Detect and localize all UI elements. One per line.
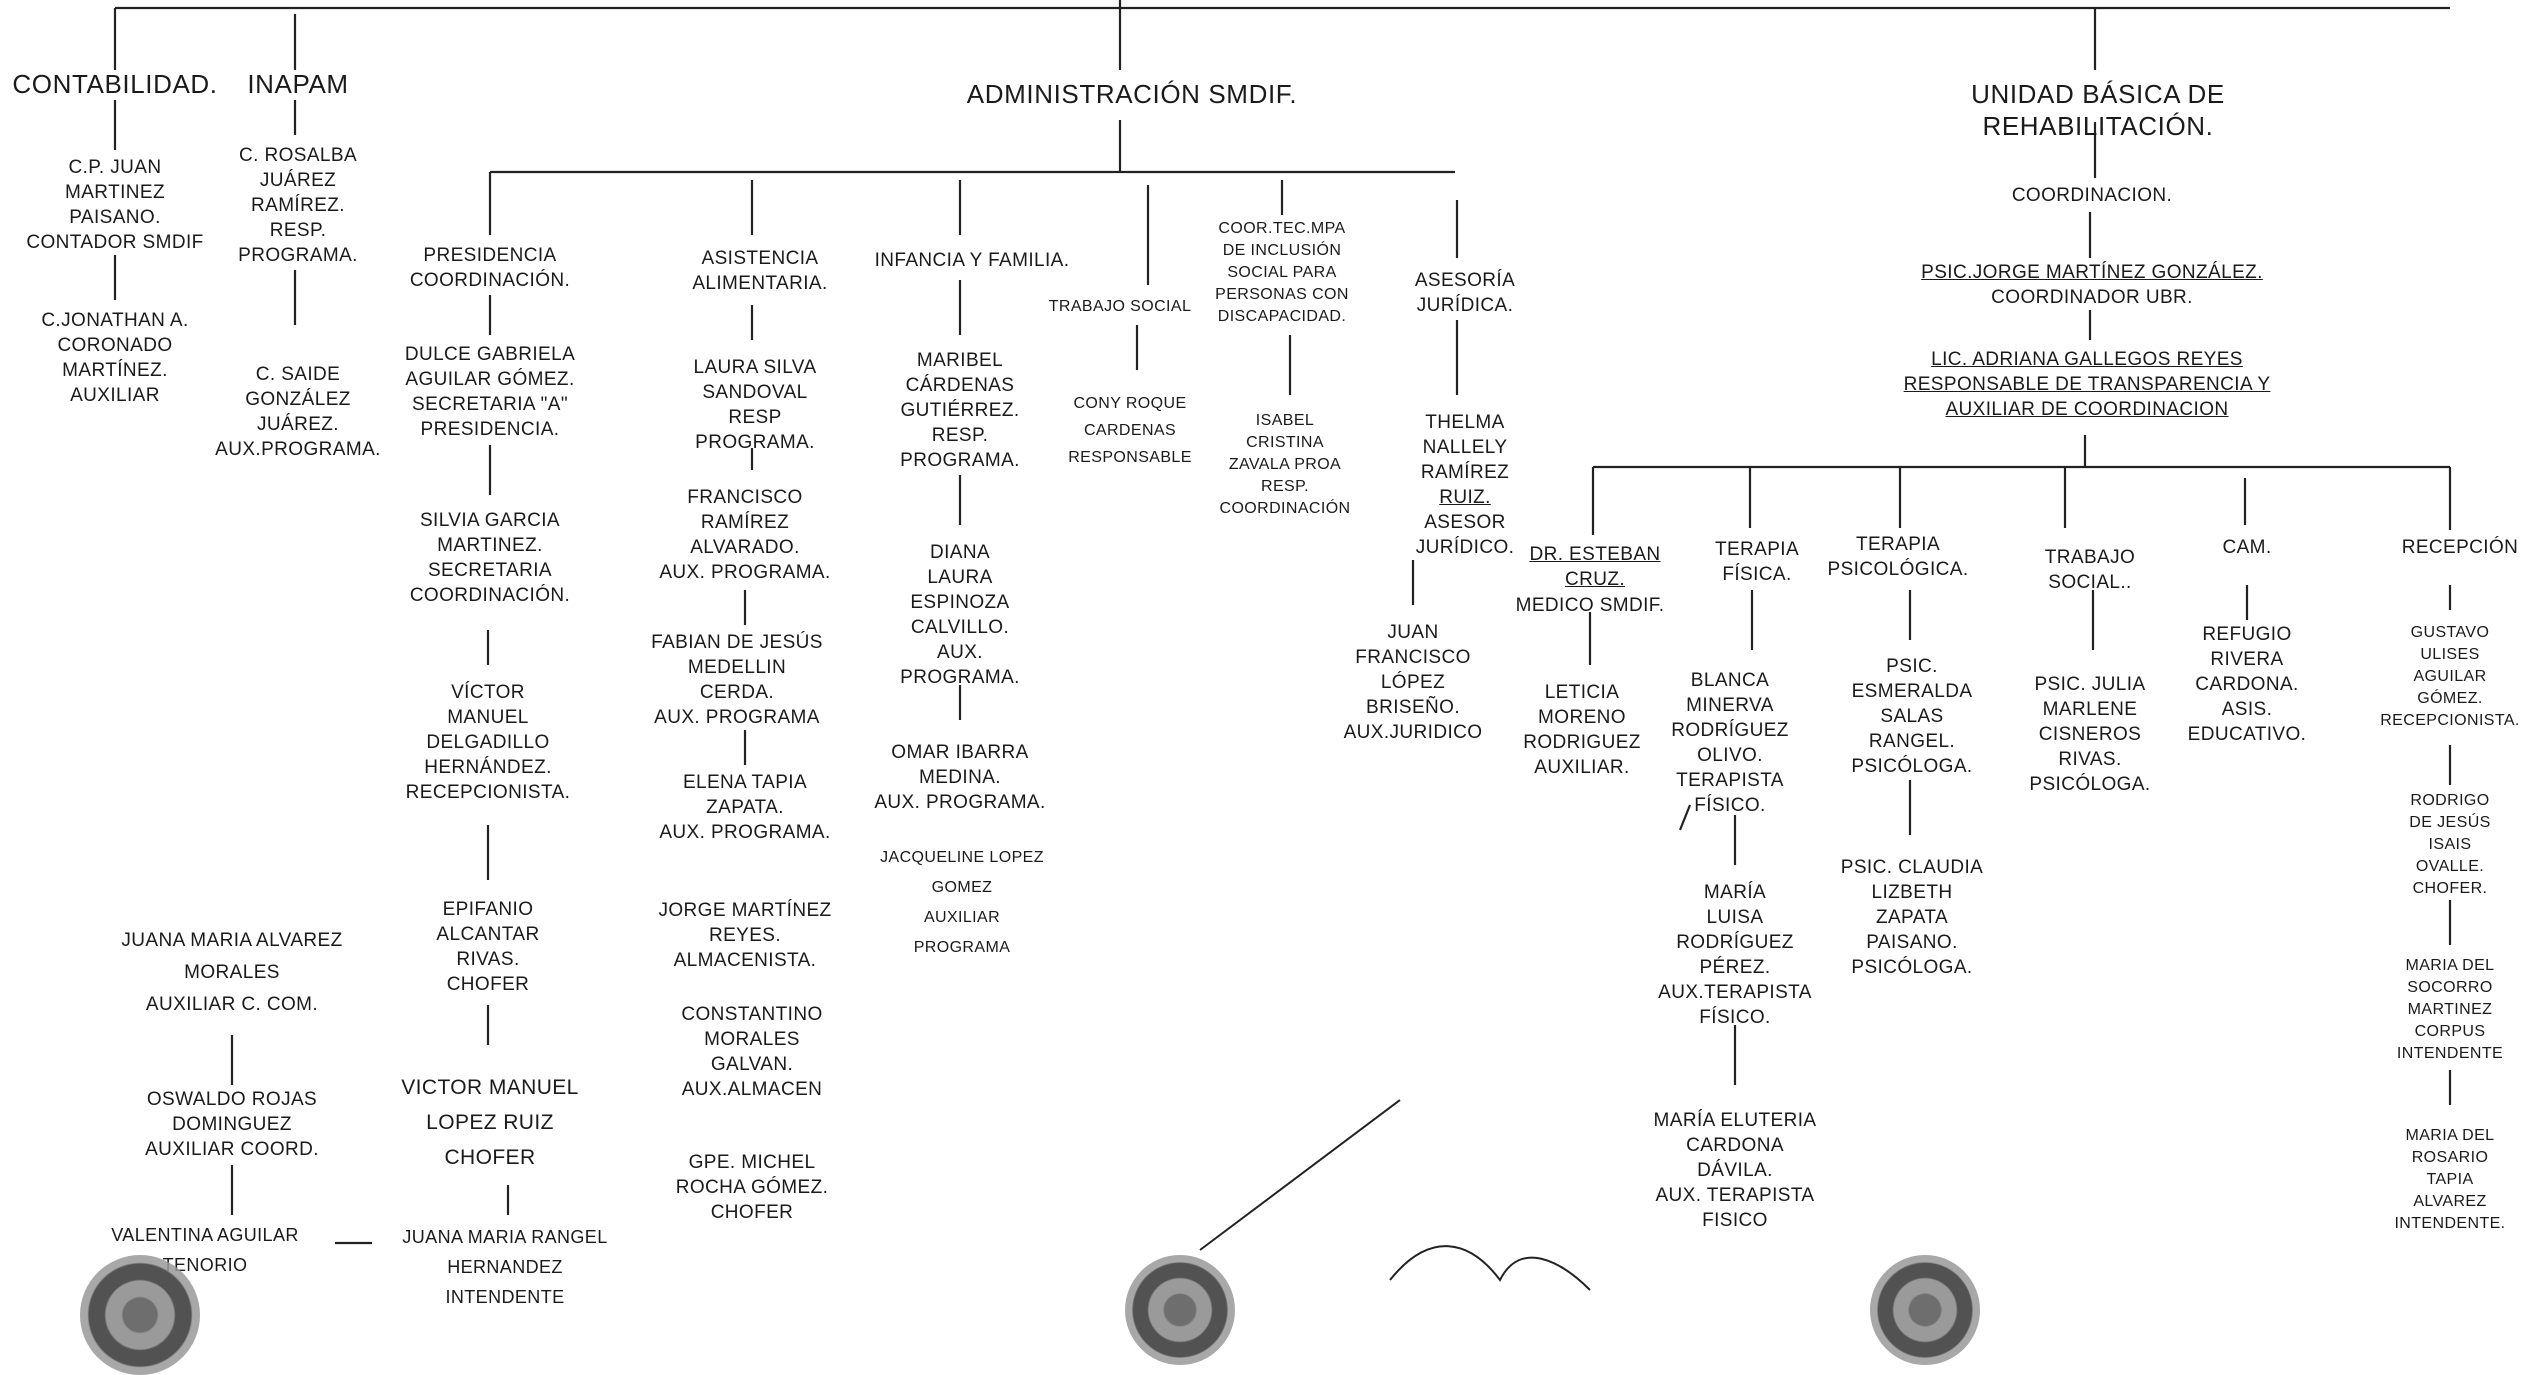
node-elena: ELENA TAPIA ZAPATA. AUX. PROGRAMA. bbox=[659, 772, 831, 843]
node-maribel: MARIBEL CÁRDENAS GUTIÉRREZ. RESP. PROGRA… bbox=[900, 350, 1020, 471]
node-fabian: FABIAN DE JESÚS MEDELLIN CERDA. AUX. PRO… bbox=[651, 632, 823, 728]
node-victor-lopez: VICTOR MANUEL LOPEZ RUIZ CHOFER bbox=[401, 1076, 579, 1169]
title-presidencia: PRESIDENCIA COORDINACIÓN. bbox=[409, 245, 571, 291]
node-julia: PSIC. JULIA MARLENE CISNEROS RIVAS. PSIC… bbox=[2029, 674, 2151, 795]
node-claudia: PSIC. CLAUDIA LIZBETH ZAPATA PAISANO. PS… bbox=[1840, 857, 1984, 978]
node-blanca: BLANCA MINERVA RODRÍGUEZ OLIVO. TERAPIST… bbox=[1671, 670, 1789, 816]
node-maria-rosario: MARIA DEL ROSARIO TAPIA ALVAREZ INTENDEN… bbox=[2394, 1127, 2506, 1232]
official-seal-icon bbox=[1870, 1255, 1980, 1365]
dept-administracion: ADMINISTRACIÓN SMDIF. bbox=[966, 79, 1298, 109]
node-michel: GPE. MICHEL ROCHA GÓMEZ. CHOFER bbox=[675, 1152, 829, 1223]
node-gustavo: GUSTAVO ULISES AGUILAR GÓMEZ. RECEPCIONI… bbox=[2380, 624, 2520, 729]
node-epifanio: EPIFANIO ALCANTAR RIVAS. CHOFER bbox=[436, 899, 540, 995]
ubr-coordinador-role: COORDINADOR UBR. bbox=[1991, 287, 2193, 308]
official-seal-icon bbox=[1125, 1255, 1235, 1365]
node-resp-inapam: C. ROSALBA JUÁREZ RAMÍREZ. RESP. PROGRAM… bbox=[238, 145, 358, 266]
node-juana-rangel: JUANA MARIA RANGEL HERNANDEZ INTENDENTE bbox=[402, 1227, 608, 1307]
node-silvia: SILVIA GARCIA MARTINEZ. SECRETARIA COORD… bbox=[409, 510, 571, 606]
title-trabajo-social-ubr: TRABAJO SOCIAL.. bbox=[2044, 547, 2136, 593]
node-juan-francisco: JUAN FRANCISCO LÓPEZ BRISEÑO. AUX.JURIDI… bbox=[1343, 622, 1483, 743]
node-laura-silva: LAURA SILVA SANDOVAL RESP PROGRAMA. bbox=[693, 357, 817, 453]
title-terapia-psico: TERAPIA PSICOLÓGICA. bbox=[1827, 534, 1969, 580]
title-trabajo-social: TRABAJO SOCIAL bbox=[1048, 298, 1192, 315]
node-thelma-role: ASESOR JURÍDICO. bbox=[1415, 512, 1515, 558]
node-maria-eluteria: MARÍA ELUTERIA CARDONA DÁVILA. AUX. TERA… bbox=[1653, 1110, 1817, 1231]
node-thelma-surname: RUIZ. bbox=[1439, 487, 1491, 508]
ubr-coordinador-name: PSIC.JORGE MARTÍNEZ GONZÁLEZ. bbox=[1921, 262, 2263, 283]
node-juana-alvarez: JUANA MARIA ALVAREZ MORALES AUXILIAR C. … bbox=[121, 930, 343, 1015]
title-infancia: INFANCIA Y FAMILIA. bbox=[874, 250, 1070, 271]
node-esmeralda: PSIC. ESMERALDA SALAS RANGEL. PSICÓLOGA. bbox=[1851, 656, 1973, 777]
title-asistencia: ASISTENCIA ALIMENTARIA. bbox=[692, 248, 828, 294]
ubr-responsable: LIC. ADRIANA GALLEGOS REYES RESPONSABLE … bbox=[1903, 349, 2271, 420]
title-cam: CAM. bbox=[2222, 537, 2272, 558]
node-jorge-martinez: JORGE MARTÍNEZ REYES. ALMACENISTA. bbox=[658, 900, 832, 971]
node-diana: DIANA LAURA ESPINOZA CALVILLO. AUX. PROG… bbox=[900, 542, 1020, 688]
dept-ubr: UNIDAD BÁSICA DE REHABILITACIÓN. bbox=[1971, 79, 2225, 141]
node-rodrigo: RODRIGO DE JESÚS ISAIS OVALLE. CHOFER. bbox=[2409, 792, 2491, 897]
node-leticia: LETICIA MORENO RODRIGUEZ AUXILIAR. bbox=[1523, 682, 1641, 778]
node-refugio: REFUGIO RIVERA CARDONA. ASIS. EDUCATIVO. bbox=[2187, 624, 2307, 745]
node-aux-contabilidad: C.JONATHAN A. CORONADO MARTÍNEZ. AUXILIA… bbox=[41, 310, 189, 406]
node-francisco: FRANCISCO RAMÍREZ ALVARADO. AUX. PROGRAM… bbox=[659, 487, 831, 583]
title-terapia-fisica: TERAPIA FÍSICA. bbox=[1714, 539, 1800, 585]
ubr-coordinacion: COORDINACION. bbox=[2011, 185, 2173, 206]
node-valentina: VALENTINA AGUILAR TENORIO bbox=[111, 1225, 299, 1275]
title-asesoria: ASESORÍA JURÍDICA. bbox=[1414, 270, 1516, 316]
node-oswaldo: OSWALDO ROJAS DOMINGUEZ AUXILIAR COORD. bbox=[145, 1089, 319, 1160]
official-seal-icon bbox=[80, 1255, 200, 1375]
node-dulce: DULCE GABRIELA AGUILAR GÓMEZ. SECRETARIA… bbox=[404, 344, 576, 440]
node-constantino: CONSTANTINO MORALES GALVAN. AUX.ALMACEN bbox=[681, 1004, 823, 1100]
org-chart: CONTABILIDAD. INAPAM ADMINISTRACIÓN SMDI… bbox=[12, 0, 2520, 1375]
node-cony: CONY ROQUE CARDENAS RESPONSABLE bbox=[1068, 395, 1192, 466]
node-jacqueline: JACQUELINE LOPEZ GOMEZ AUXILIAR PROGRAMA bbox=[880, 849, 1044, 956]
connector-lines bbox=[113, 0, 2452, 1291]
medico-role: MEDICO SMDIF. bbox=[1515, 595, 1665, 616]
node-aux-inapam: C. SAIDE GONZÁLEZ JUÁREZ. AUX.PROGRAMA. bbox=[215, 364, 381, 460]
node-victor-delgadillo: VÍCTOR MANUEL DELGADILLO HERNÁNDEZ. RECE… bbox=[405, 682, 571, 803]
dept-contabilidad: CONTABILIDAD. bbox=[12, 69, 218, 99]
title-medico: DR. ESTEBAN CRUZ. bbox=[1529, 544, 1661, 590]
node-maria-luisa: MARÍA LUISA RODRÍGUEZ PÉREZ. AUX.TERAPIS… bbox=[1658, 882, 1812, 1028]
node-thelma: THELMA NALLELY RAMÍREZ bbox=[1420, 412, 1510, 483]
node-isabel: ISABEL CRISTINA ZAVALA PROA RESP. COORDI… bbox=[1219, 412, 1351, 517]
title-recepcion: RECEPCIÓN bbox=[2401, 537, 2519, 558]
node-contador: C.P. JUAN MARTINEZ PAISANO. CONTADOR SMD… bbox=[26, 157, 204, 253]
dept-inapam: INAPAM bbox=[247, 69, 349, 99]
title-inclusion: COOR.TEC.MPA DE INCLUSIÓN SOCIAL PARA PE… bbox=[1215, 220, 1349, 325]
node-maria-socorro: MARIA DEL SOCORRO MARTINEZ CORPUS INTEND… bbox=[2396, 957, 2504, 1062]
node-omar: OMAR IBARRA MEDINA. AUX. PROGRAMA. bbox=[874, 742, 1046, 813]
